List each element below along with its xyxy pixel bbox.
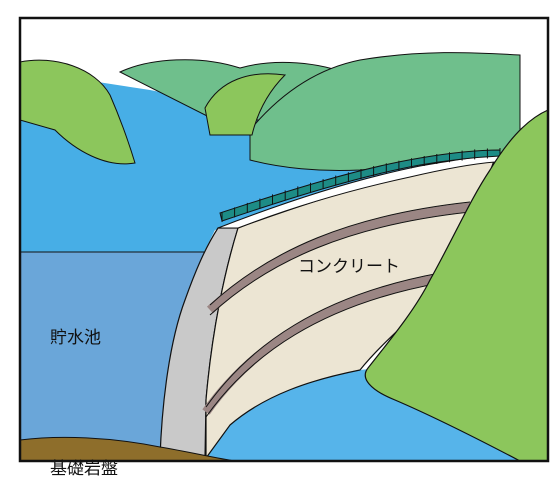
label-reservoir: 貯水池 — [50, 328, 101, 348]
distant-hill-middle — [204, 73, 287, 136]
distant-hill-left — [19, 59, 136, 165]
bedrock — [19, 436, 236, 462]
dam-band-upper — [206, 202, 471, 314]
dam-band-lower — [202, 273, 441, 415]
dam-band-upper-outline-top — [209, 201, 471, 306]
label-bedrock: 基礎岩盤 — [50, 459, 118, 479]
dam-band-upper-outline-bottom — [209, 211, 471, 316]
dam-band-lower-outline-top — [205, 272, 441, 408]
foreground-hill-right — [364, 109, 549, 462]
distant-hill-right — [249, 52, 521, 172]
dam-band-lower-outline-bottom — [205, 282, 441, 418]
label-concrete: コンクリート — [298, 257, 400, 277]
frame-border — [18, 16, 550, 463]
